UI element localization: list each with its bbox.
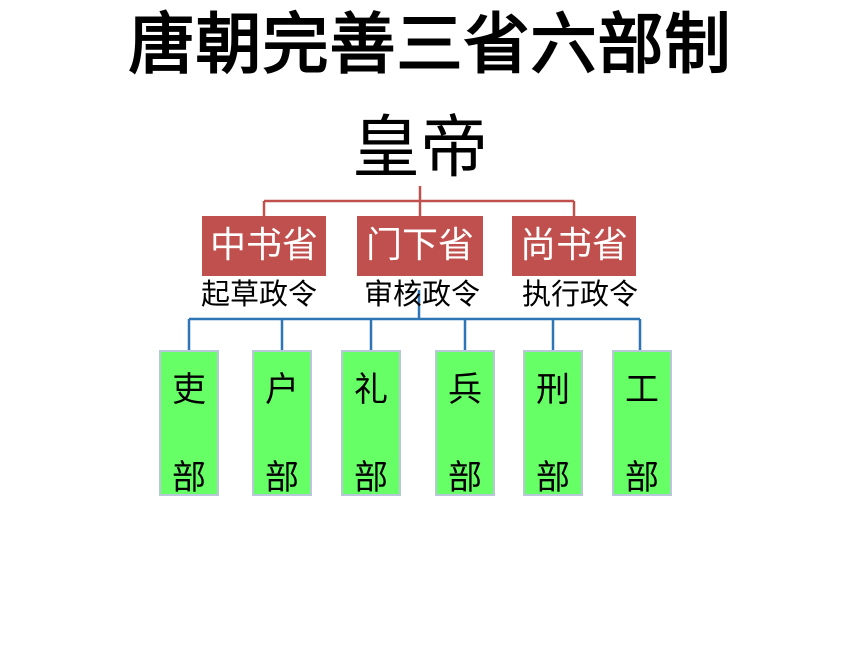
department-node-xing: 刑 部	[523, 350, 583, 498]
department-suffix: 部	[172, 458, 206, 498]
department-node-hu: 户 部	[252, 350, 312, 498]
department-node-gong: 工 部	[612, 350, 672, 498]
upper-connectors	[262, 186, 576, 216]
lower-connectors	[187, 290, 642, 350]
department-node-li: 吏 部	[159, 350, 219, 498]
department-name: 工	[625, 370, 659, 410]
department-suffix: 部	[448, 458, 482, 498]
department-suffix: 部	[265, 458, 299, 498]
ministry-duty-menxia: 审核政令	[363, 277, 480, 311]
emperor-node: 皇帝	[351, 109, 488, 188]
ministry-duty-zhongshu: 起草政令	[188, 276, 330, 312]
ministry-node-shangshu: 尚书省	[512, 216, 636, 276]
department-suffix: 部	[354, 458, 388, 498]
department-name: 吏	[172, 370, 206, 410]
ministry-duty-shangshu: 执行政令	[512, 276, 648, 312]
department-node-bing: 兵 部	[435, 350, 495, 498]
ministry-node-menxia: 门下省	[357, 216, 483, 276]
department-suffix: 部	[536, 458, 570, 498]
ministry-node-zhongshu: 中书省	[202, 216, 326, 276]
department-suffix: 部	[625, 458, 659, 498]
department-name: 刑	[536, 370, 570, 410]
diagram-title: 唐朝完善三省六部制	[128, 6, 732, 83]
department-name: 礼	[354, 370, 388, 410]
department-name: 兵	[448, 370, 482, 410]
department-node-li-rites: 礼 部	[341, 350, 401, 498]
department-name: 户	[265, 370, 299, 410]
